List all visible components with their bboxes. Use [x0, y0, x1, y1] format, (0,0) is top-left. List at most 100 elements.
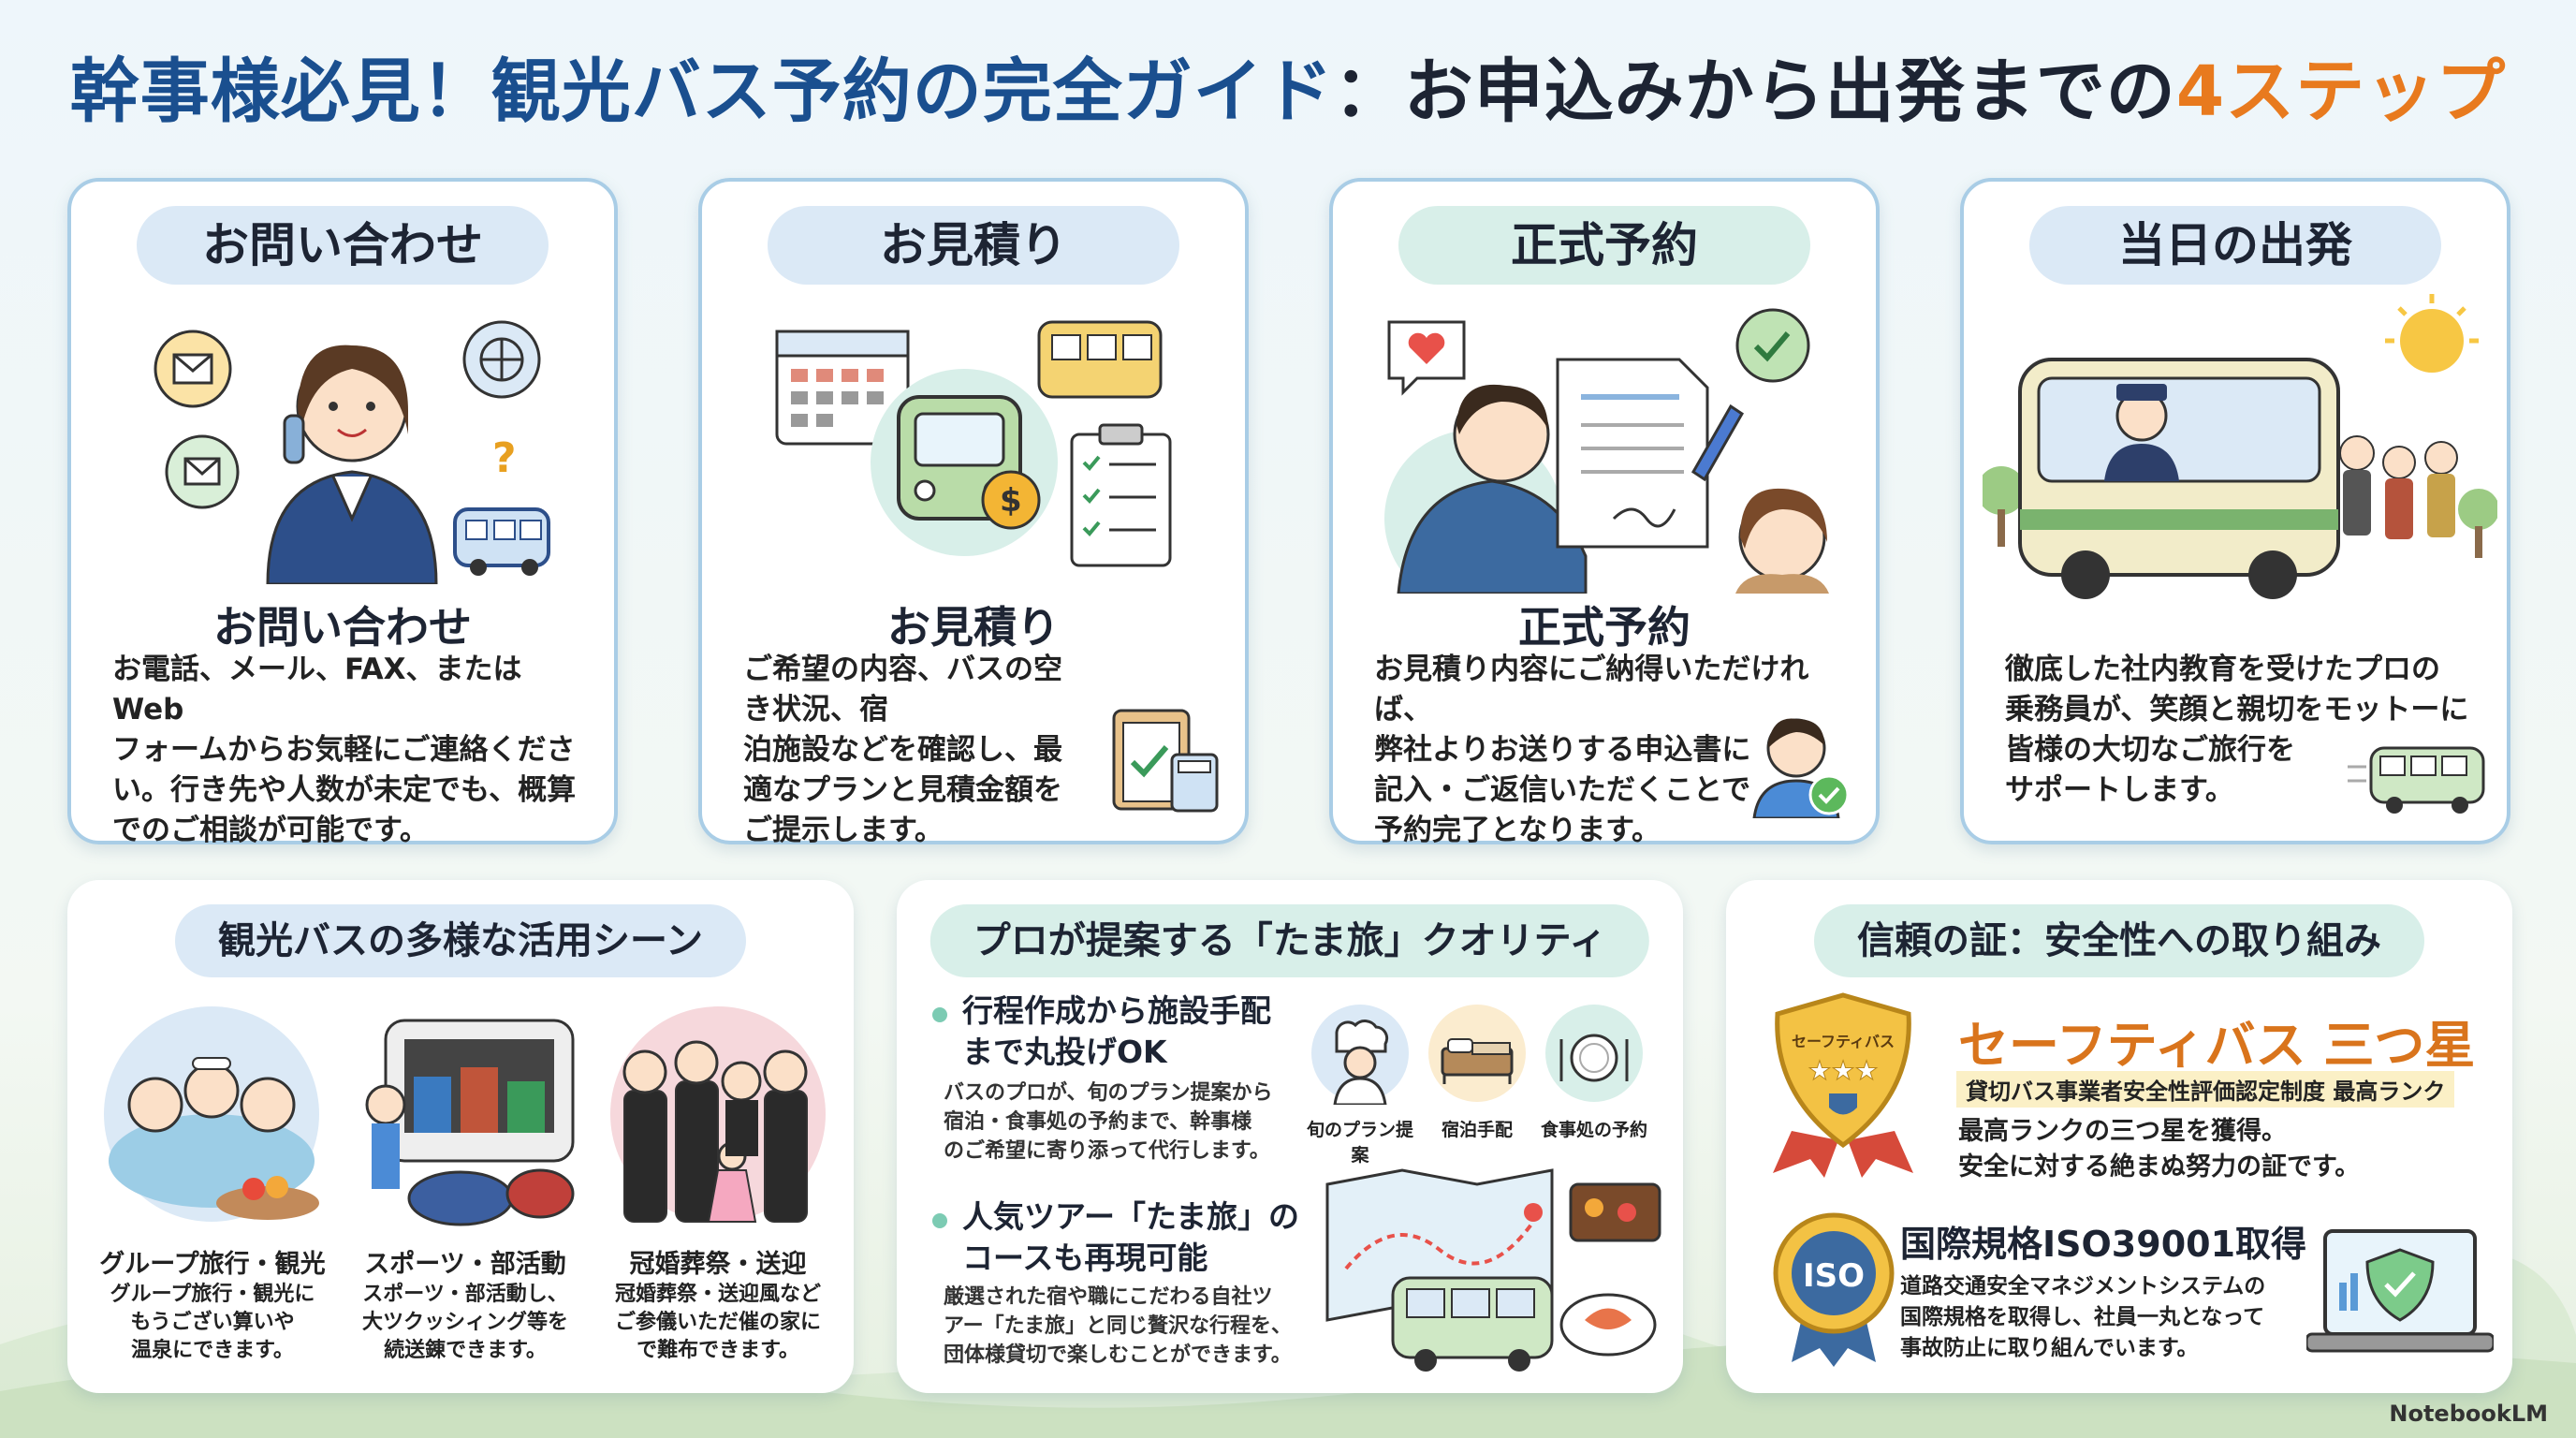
- safety-badge-icon: セーフティバス ★★★: [1773, 992, 1913, 1178]
- scene-desc-line: 冠婚葬祭・送迎風など: [614, 1283, 821, 1306]
- quality-desc-line: 厳選された宿や職にこだわる自社ツ: [944, 1285, 1273, 1309]
- scene-desc-line: もうござい算いや: [130, 1311, 295, 1334]
- scene-desc-line: 大ツクッシィング等を: [361, 1311, 568, 1334]
- hot-spring-group-illustration: [104, 1006, 319, 1222]
- title-part-3: 4ステップ: [2175, 51, 2507, 132]
- quality-item-title: 行程作成から施設手配 まで丸投げOK: [962, 990, 1271, 1073]
- step-heading: お問い合わせ: [213, 602, 472, 653]
- iso-label: ISO: [1803, 1257, 1865, 1295]
- step-desc-line: お見積り内容にご納得いただければ、: [1374, 653, 1809, 726]
- scene-desc-line: グループ旅行・観光に: [110, 1283, 315, 1306]
- quality-desc-line: 宿泊・食事処の予約まで、幹事様: [944, 1110, 1252, 1134]
- step-description: 徹底した社内教育を受けたプロの 乗務員が、笑顔と親切をモットーに 皆様の大切なご…: [2005, 650, 2469, 811]
- quality-item-title: 人気ツアー「たま旅」の コースも再現可能: [962, 1196, 1299, 1279]
- quality-title-line: まで丸投げOK: [962, 1034, 1167, 1070]
- title-part-2: ：お申込みから出発までの: [1333, 51, 2176, 132]
- iso-desc-line: 道路交通安全マネジメントシステムの: [1900, 1274, 2266, 1299]
- section-pill: 信頼の証：安全性への取り組み: [1814, 904, 2424, 977]
- step-description: ご希望の内容、バスの空き状況、宿 泊施設などを確認し、最 適なプランと見積金額を…: [743, 650, 1086, 851]
- bullet: [932, 1007, 947, 1022]
- notebooklm-logo: NotebookLM: [2389, 1401, 2548, 1427]
- quality-title-line: 人気ツアー「たま旅」の: [962, 1198, 1300, 1235]
- iso-description: 道路交通安全マネジメントシステムの 国際規格を取得し、社員一丸となって 事故防止…: [1900, 1271, 2265, 1364]
- section-pill: 観光バスの多様な活用シーン: [175, 904, 746, 977]
- quality-item-desc: バスのプロが、旬のプラン提案から 宿泊・食事処の予約まで、幹事様 のご希望に寄り…: [944, 1078, 1273, 1166]
- bed-icon: [1428, 1005, 1526, 1102]
- step-desc-line: サポートします。: [2005, 773, 2234, 807]
- iso-medal-icon: ISO: [1773, 1212, 1895, 1367]
- safety-card: 信頼の証：安全性への取り組み セーフティバス ★★★ セーフティバス 三つ星 貸…: [1726, 880, 2512, 1393]
- svg-text:?: ?: [492, 434, 517, 482]
- scene-desc-line: ご参儀いただ催の家に: [614, 1311, 821, 1334]
- step-card-estimate: お見積り $ お見積り ご希望の内容、バスの空き状況、宿 泊施設などを確認し、最…: [698, 178, 1249, 847]
- step-pill: お問い合わせ: [137, 206, 549, 285]
- step-description: お見積り内容にご納得いただければ、 弊社よりお送りする申込書に 記入・ご返信いた…: [1374, 650, 1838, 851]
- step-desc-line: 乗務員が、笑顔と親切をモットーに: [2005, 693, 2469, 726]
- map-bus-food-illustration: [1325, 1168, 1661, 1372]
- quality-desc-line: 団体様貸切で楽しむことができます。: [944, 1343, 1292, 1367]
- scene-description: スポーツ・部活動し、 大ツクッシィング等を 続送錬できます。: [339, 1281, 592, 1365]
- step-desc-line: 泊施設などを確認し、最: [743, 733, 1062, 767]
- dining-icon: [1545, 1005, 1643, 1102]
- iso-desc-line: 国際規格を取得し、社員一丸となって: [1900, 1305, 2265, 1329]
- signing-illustration: [1384, 308, 1829, 594]
- clipboard-calculator-icon: [1112, 709, 1219, 813]
- step-desc-line: 皆様の大切なご旅行を: [2005, 733, 2295, 767]
- step-desc-line: 記入・ご返信いただくことで: [1374, 773, 1751, 807]
- svg-text:$: $: [1000, 482, 1022, 520]
- step-desc-line: ご提示します。: [743, 814, 944, 847]
- step-heading: お見積り: [887, 602, 1060, 653]
- title-part-1: 幹事様必見！観光バス予約の完全ガイド: [69, 51, 1334, 132]
- approved-person-icon: [1752, 718, 1850, 818]
- scene-caption: 冠婚葬祭・送迎: [629, 1250, 807, 1279]
- operator-illustration: ?: [154, 320, 550, 584]
- step-description: お電話、メール、FAX、またはWeb フォームからお気軽にご連絡くださ い。行き…: [112, 650, 577, 851]
- sports-club-illustration: [365, 1019, 575, 1226]
- step-desc-line: 徹底した社内教育を受けたプロの: [2005, 653, 2440, 686]
- safety-title: セーフティバス 三つ星: [1958, 1016, 2476, 1075]
- scene-desc-line: で難布できます。: [637, 1339, 799, 1362]
- step-pill: 当日の出発: [2029, 206, 2441, 285]
- step-desc-line: い。行き先や人数が未定でも、概算: [112, 773, 577, 807]
- step-desc-line: 弊社よりお送りする申込書に: [1374, 733, 1751, 767]
- safety-subtitle: 貸切バス事業者安全性評価認定制度 最高ランク: [1956, 1071, 2455, 1108]
- step-pill: お見積り: [768, 206, 1179, 285]
- quality-title-line: コースも再現可能: [962, 1240, 1208, 1276]
- icon-caption: 宿泊手配: [1441, 1120, 1513, 1140]
- usage-scenes-card: 観光バスの多様な活用シーン グループ旅行・観光 グループ旅行・観光に もうござい…: [67, 880, 854, 1393]
- quality-card: プロが提案する「たま旅」クオリティ 行程作成から施設手配 まで丸投げOK バスの…: [897, 880, 1683, 1393]
- safety-desc-line: 最高ランクの三つ星を獲得。: [1958, 1117, 2287, 1146]
- quality-desc-line: アー「たま旅」と同じ贅沢な行程を、: [944, 1314, 1293, 1338]
- icon-caption: 食事処の予約: [1540, 1120, 1647, 1140]
- scene-desc-line: 温泉にできます。: [131, 1339, 294, 1362]
- iso-title: 国際規格ISO39001取得: [1900, 1224, 2307, 1265]
- small-bus-icon: [2348, 746, 2485, 814]
- badge-stars: ★★★: [1808, 1055, 1878, 1086]
- quality-desc-line: のご希望に寄り添って代行します。: [944, 1139, 1270, 1163]
- quality-title-line: 行程作成から施設手配: [962, 992, 1271, 1029]
- bullet: [932, 1213, 947, 1228]
- scene-description: 冠婚葬祭・送迎風など ご参儀いただ催の家に で難布できます。: [592, 1281, 844, 1365]
- estimate-illustration: $: [775, 320, 1172, 567]
- step-desc-line: お電話、メール、FAX、またはWeb: [112, 653, 522, 726]
- safety-desc-line: 安全に対する絶まぬ努力の証です。: [1958, 1152, 2361, 1181]
- scene-caption: スポーツ・部活動: [364, 1250, 566, 1279]
- quality-desc-line: バスのプロが、旬のプラン提案から: [944, 1081, 1273, 1105]
- badge-label: セーフティバス: [1792, 1033, 1895, 1050]
- scene-caption: グループ旅行・観光: [99, 1250, 326, 1279]
- step-card-inquiry: お問い合わせ ? お問い合わせ お電話、メール、FAX、またはWeb フォームか…: [67, 178, 618, 847]
- step-desc-line: 予約完了となります。: [1374, 814, 1661, 847]
- step-desc-line: フォームからお気軽にご連絡くださ: [112, 733, 576, 767]
- scene-desc-line: 続送錬できます。: [384, 1339, 547, 1362]
- ceremony-family-illustration: [610, 1006, 826, 1223]
- chef-icon: [1311, 1005, 1409, 1105]
- step-heading: 正式予約: [1518, 602, 1690, 653]
- icon-caption: 旬のプラン提案: [1306, 1120, 1413, 1166]
- step-desc-line: 適なプランと見積金額を: [743, 773, 1062, 807]
- step-desc-line: ご希望の内容、バスの空き状況、宿: [743, 653, 1062, 726]
- step-card-reservation: 正式予約 正式予約 お見積り内容にご納得いただければ、 弊社よりお送りする申込書…: [1329, 178, 1880, 847]
- step-desc-line: でのご相談が可能です。: [112, 814, 429, 847]
- scene-description: グループ旅行・観光に もうござい算いや 温泉にできます。: [86, 1281, 339, 1365]
- safety-description: 最高ランクの三つ星を獲得。 安全に対する絶まぬ努力の証です。: [1958, 1114, 2360, 1185]
- laptop-shield-icon: [2306, 1229, 2494, 1353]
